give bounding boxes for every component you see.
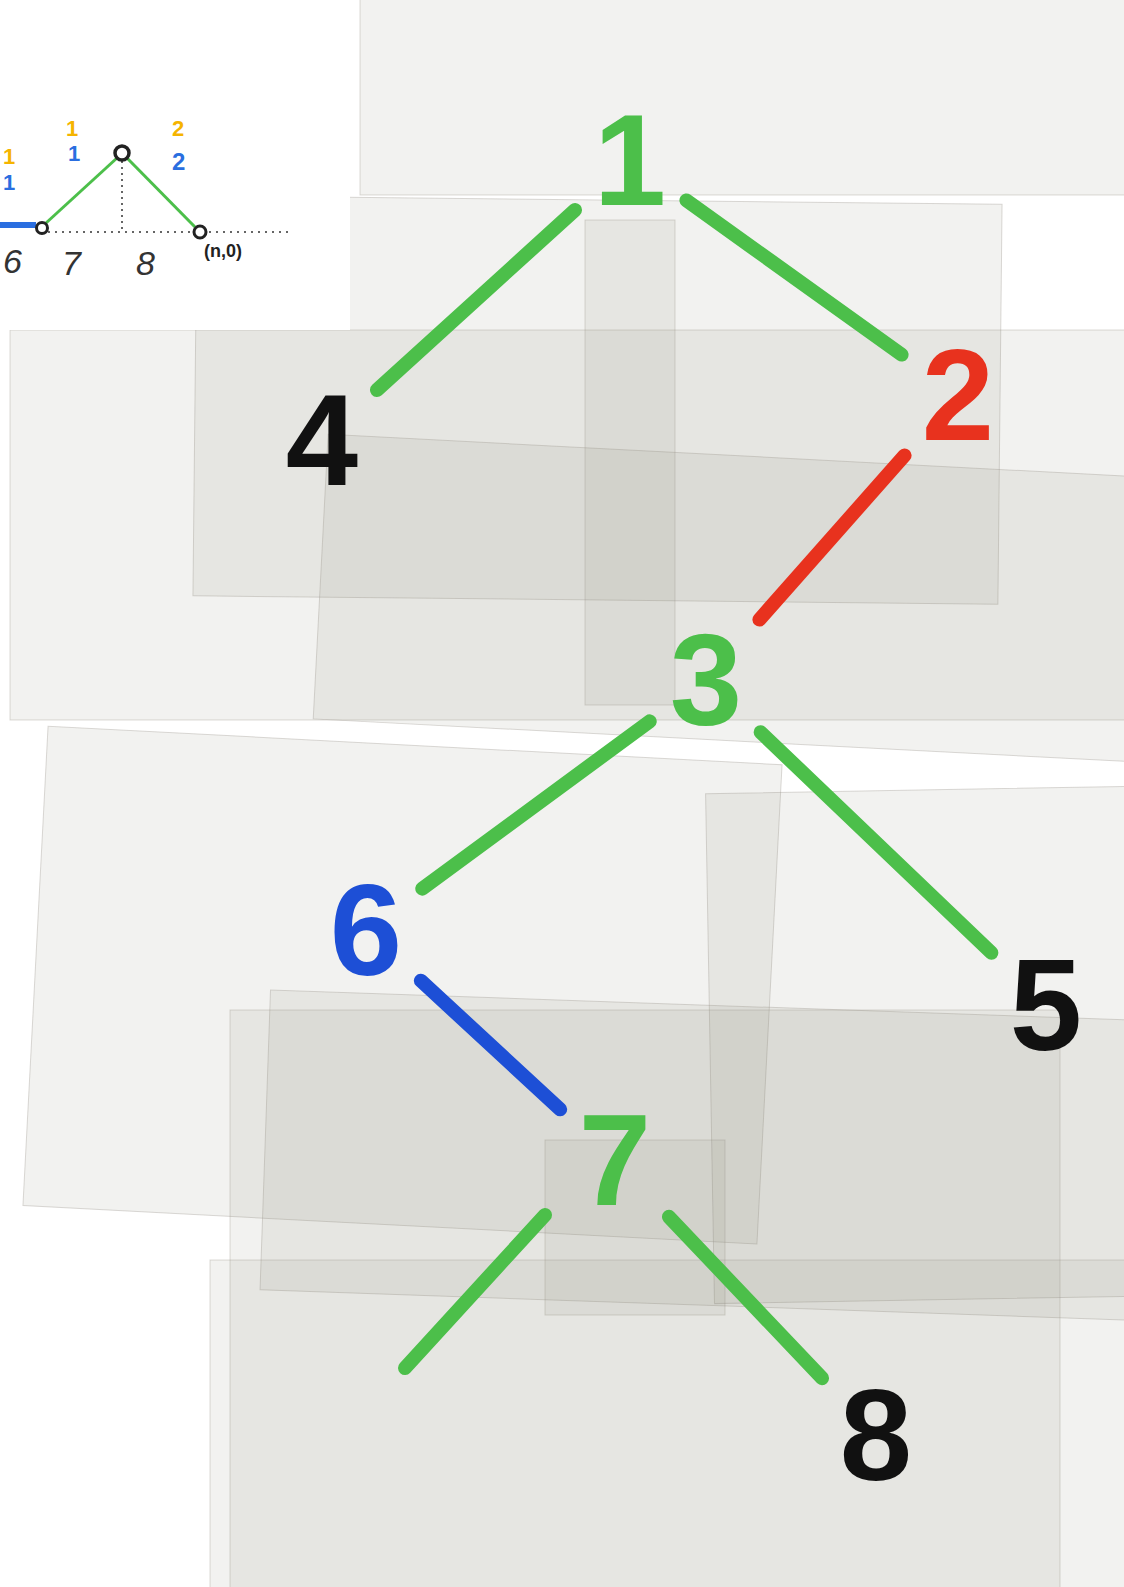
tree-stroke	[669, 1217, 822, 1378]
tree-stroke	[422, 721, 649, 888]
inset-label: 1	[66, 118, 78, 140]
transparency-sheet	[585, 220, 675, 705]
tree-node: 8	[836, 1370, 916, 1500]
tree-stroke	[405, 1215, 545, 1368]
axis-line	[48, 231, 290, 233]
tree-node: 4	[282, 375, 362, 505]
tree-stroke	[759, 455, 904, 619]
inset-label: 1	[68, 143, 80, 165]
node-number: 5	[1010, 940, 1082, 1070]
lattice-point	[37, 223, 48, 234]
path-step	[0, 222, 36, 228]
node-number: 4	[286, 375, 358, 505]
tree-stroke	[421, 981, 560, 1110]
tree-node: 5	[1006, 940, 1086, 1070]
tree-stroke	[761, 732, 992, 953]
dotted-guide	[121, 161, 123, 230]
lattice-point	[115, 146, 129, 160]
node-number: 2	[922, 330, 994, 460]
tree-node: 1	[590, 95, 670, 225]
tree-node: 7	[575, 1095, 655, 1225]
transparency-sheet	[210, 1260, 1124, 1587]
node-number: 1	[594, 95, 666, 225]
node-number: 7	[579, 1095, 651, 1225]
node-number: 8	[840, 1370, 912, 1500]
node-number: 3	[670, 615, 742, 745]
tree-node: 2	[918, 330, 998, 460]
tree-node: 3	[666, 615, 746, 745]
transparency-sheet	[313, 434, 1124, 762]
path-step	[46, 158, 117, 223]
inset-label: 1	[3, 146, 15, 168]
inset-label: 6	[3, 244, 22, 278]
inset-label: (n,0)	[204, 242, 242, 260]
node-number: 6	[330, 865, 402, 995]
tree-stroke	[686, 200, 901, 354]
inset-label: 7	[62, 246, 81, 280]
inset-label: 2	[172, 150, 185, 174]
inset-label: 2	[172, 118, 184, 140]
tree-stroke	[377, 210, 575, 390]
inset-panel	[0, 0, 350, 330]
transparency-sheet	[360, 0, 1124, 195]
tree-node: 6	[326, 865, 406, 995]
inset-label: 1	[3, 172, 15, 194]
lattice-point	[194, 226, 206, 238]
inset-label: 8	[136, 246, 155, 280]
